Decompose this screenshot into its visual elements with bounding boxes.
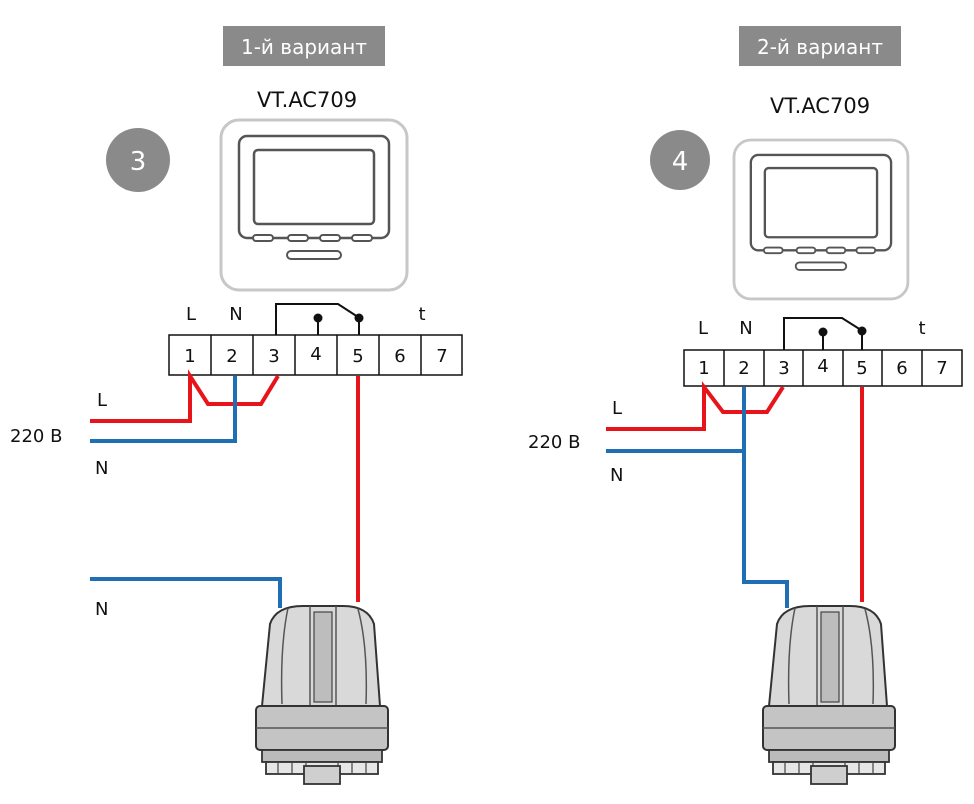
supply-L-label: L (612, 398, 622, 419)
actuator-N-label: N (95, 599, 108, 620)
terminal-number: 5 (352, 346, 363, 367)
terminal-label-L: L (698, 318, 708, 339)
variant-number: 3 (130, 147, 147, 177)
supply-voltage-label: 220 В (10, 426, 62, 447)
terminal-number: 7 (936, 358, 947, 379)
panel-variant-2: 2-й вариант VT.AC709 4 L N t 1 2 3 (528, 26, 963, 785)
relay-dot-5 (857, 326, 867, 336)
relay-dot-5 (354, 313, 364, 323)
terminal-number: 7 (436, 346, 447, 367)
live-wiring (606, 381, 864, 602)
actuator-icon (255, 605, 389, 785)
terminal-number: 5 (856, 358, 867, 379)
supply-N-label: N (610, 465, 623, 486)
terminal-number: 6 (394, 346, 405, 367)
variant-badge (223, 26, 385, 66)
terminal-label-t: t (418, 304, 425, 325)
panel-variant-1: 1-й вариант VT.AC709 3 L N t 1 2 3 (10, 26, 463, 785)
live-wiring (90, 369, 360, 602)
variant-label: 1-й вариант (241, 35, 367, 59)
supply-N-label: N (95, 458, 108, 479)
terminal-number: 6 (896, 358, 907, 379)
variant-label: 2-й вариант (757, 35, 883, 59)
terminal-label-N: N (739, 318, 752, 339)
terminal-number: 3 (268, 346, 279, 367)
terminal-label-t: t (918, 318, 925, 339)
terminal-number: 1 (698, 358, 709, 379)
variant-number-circle (106, 128, 170, 192)
actuator-icon (762, 605, 896, 785)
terminal-number: 4 (310, 344, 321, 365)
neutral-wiring (606, 387, 789, 608)
variant-badge (739, 26, 901, 66)
terminal-number: 1 (184, 346, 195, 367)
thermostat-icon (732, 138, 910, 301)
variant-number-circle (650, 130, 710, 190)
model-label: VT.AC709 (770, 94, 870, 118)
terminal-number: 2 (226, 346, 237, 367)
neutral-wiring (90, 376, 282, 608)
terminal-number: 3 (778, 358, 789, 379)
variant-number: 4 (672, 147, 689, 177)
supply-L-label: L (97, 390, 107, 411)
thermostat-icon (219, 118, 409, 292)
terminal-label-N: N (229, 304, 242, 325)
terminal-block: 1 2 3 4 5 6 7 (168, 334, 463, 376)
terminal-number: 4 (817, 356, 828, 377)
terminal-block: 1 2 3 4 5 6 7 (683, 349, 963, 387)
supply-voltage-label: 220 В (528, 432, 580, 453)
relay-dot-4 (313, 313, 323, 323)
relay-dot-4 (818, 327, 828, 337)
terminal-label-L: L (186, 304, 196, 325)
terminal-number: 2 (738, 358, 749, 379)
model-label: VT.AC709 (257, 88, 357, 112)
